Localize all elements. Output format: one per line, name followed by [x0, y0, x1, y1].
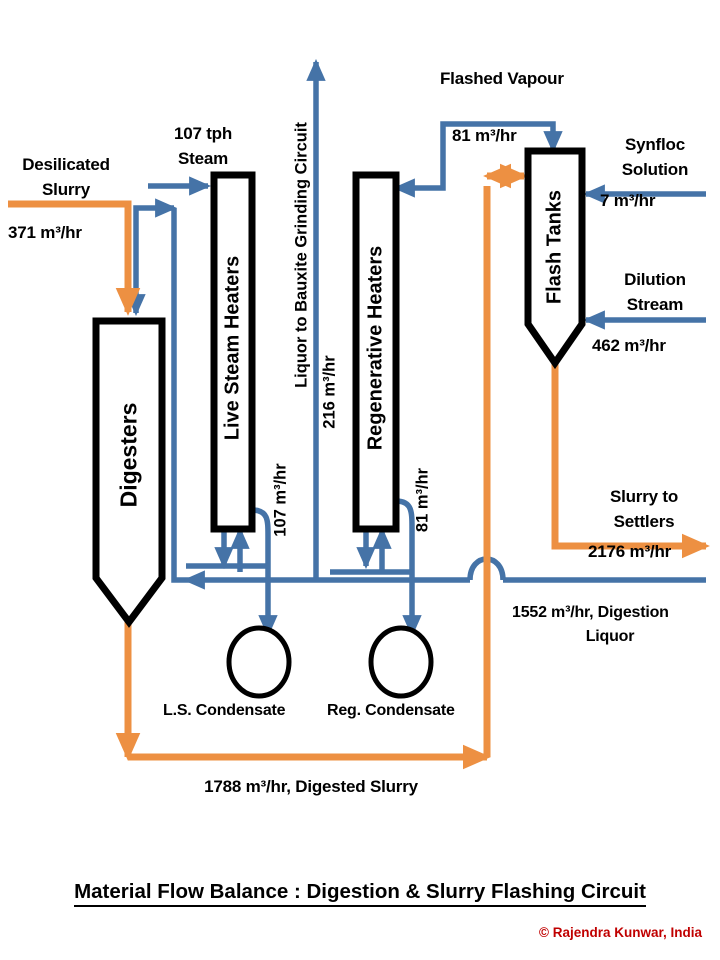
synfloc-label-line2: Solution — [621, 160, 689, 179]
dilution-rate: 462 m³/hr — [592, 336, 666, 355]
desilicated-slurry-line — [8, 200, 141, 316]
steam-label-line1: 107 tph — [173, 124, 233, 143]
digesters-vessel-shape — [92, 317, 166, 628]
ls-condensate-drum-shape — [226, 625, 292, 699]
desilicated-slurry-label-line1: Desilicated — [22, 155, 110, 174]
diagram-title: Material Flow Balance : Digestion & Slur… — [0, 880, 720, 907]
reg-condensate-drum-shape — [368, 625, 434, 699]
diagram-title-text: Material Flow Balance : Digestion & Slur… — [74, 880, 646, 907]
liquor-to-grinding-label: Liquor to Bauxite Grinding Circuit — [292, 122, 311, 388]
orange-stream-lines — [8, 163, 710, 770]
slurry-to-settlers-line2: Settlers — [613, 512, 675, 531]
desilicated-slurry-label-line2: Slurry — [42, 180, 90, 199]
synfloc-label-line1: Synfloc — [624, 135, 685, 154]
digester-to-heater-loop — [126, 198, 178, 317]
regenerative-heaters-shape — [352, 171, 400, 533]
ls-condensate-drop — [251, 507, 278, 638]
dilution-label-line2: Stream — [626, 295, 684, 314]
synfloc-rate: 7 m³/hr — [600, 191, 656, 210]
regenerative-heaters-label: Regenerative Heaters — [364, 245, 387, 451]
live-steam-heaters-label: Live Steam Heaters — [221, 255, 244, 441]
ls-condensate-drum-label: L.S. Condensate — [163, 702, 286, 719]
digested-slurry-label: 1788 m³/hr, Digested Slurry — [204, 777, 418, 796]
slurry-to-settlers-line1: Slurry to — [609, 487, 679, 506]
vessel-outlines — [92, 147, 586, 699]
reg-condensate-drum-label: Reg. Condensate — [327, 702, 455, 719]
reg-condensate-drop — [395, 498, 422, 638]
blue-stream-lines — [126, 58, 706, 638]
slurry-to-settlers-rate: 2176 m³/hr — [588, 542, 672, 561]
flashed-vapour-label: Flashed Vapour — [440, 69, 564, 88]
flash-tanks-label: Flash Tanks — [543, 189, 566, 305]
desilicated-slurry-rate: 371 m³/hr — [8, 223, 82, 242]
steam-label-line2: Steam — [177, 149, 229, 168]
heater-downleg — [171, 208, 186, 583]
dilution-label-line1: Dilution — [624, 270, 686, 289]
digestion-liquor-line2: Liquor — [585, 628, 635, 645]
digesters-label: Digesters — [115, 402, 142, 508]
reg-condensate-rate: 81 m³/hr — [413, 467, 432, 533]
live-steam-heaters-shape — [210, 171, 256, 533]
liquor-to-grinding-rate: 216 m³/hr — [320, 355, 339, 429]
slurry-to-settlers-line — [551, 362, 710, 559]
flash-tanks-shape — [524, 147, 586, 370]
flashed-vapour-rate: 81 m³/hr — [452, 126, 517, 145]
copyright-credit: © Rajendra Kunwar, India — [539, 925, 702, 940]
flashed-vapour-line — [392, 121, 563, 198]
ls-condensate-rate: 107 m³/hr — [271, 463, 290, 537]
digestion-liquor-line1: 1552 m³/hr, Digestion — [512, 604, 669, 621]
